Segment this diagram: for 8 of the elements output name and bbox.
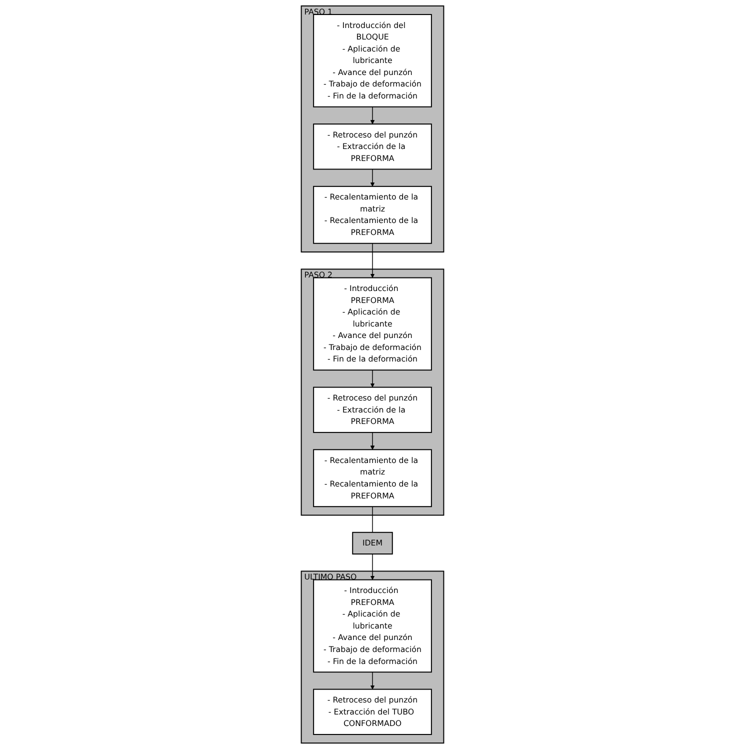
arrow: [370, 106, 375, 124]
arrow: [370, 243, 375, 278]
arrow: [370, 672, 375, 690]
arrow: [370, 432, 375, 450]
arrow: [370, 370, 375, 388]
arrow: [370, 554, 375, 580]
connector: [372, 506, 373, 533]
arrow: [370, 168, 375, 187]
